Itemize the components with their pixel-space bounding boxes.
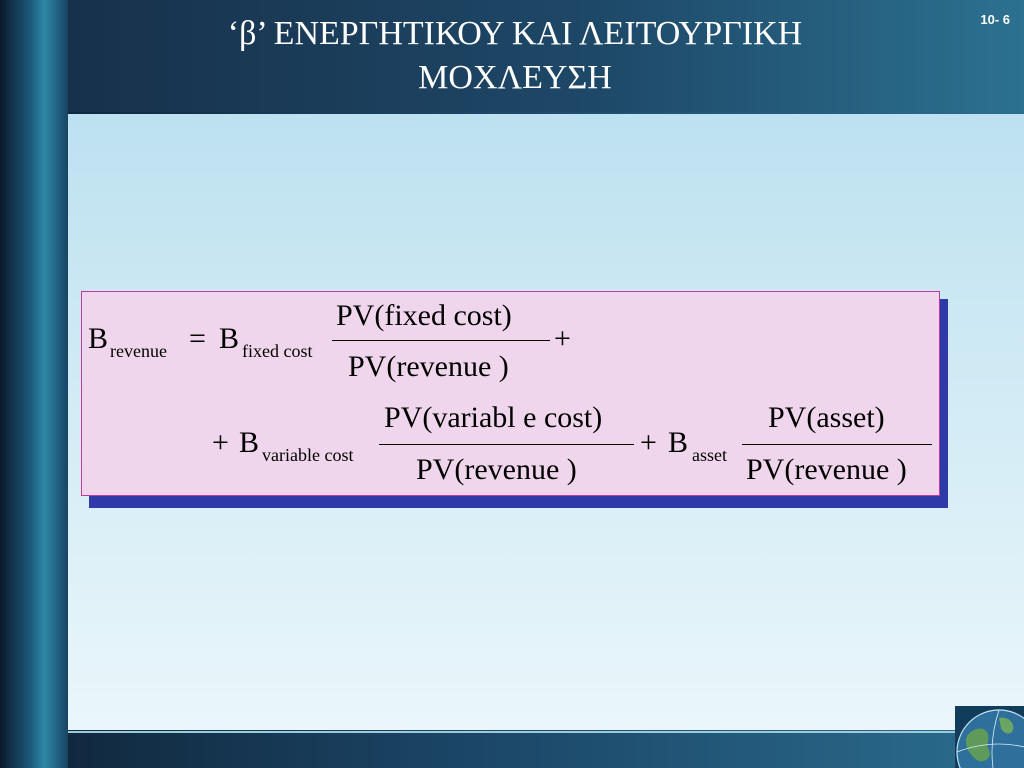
row2-plus-1: + — [212, 426, 229, 459]
slide-title: ‘β’ ΕΝΕΡΓΗΤΙΚΟΥ ΚΑΙ ΛΕΙΤΟΥΡΓΙΚΗ ΜΟΧΛΕΥΣΗ — [120, 12, 910, 100]
asset-fraction-bar — [742, 444, 932, 445]
beta-asset-symbol: B — [668, 426, 689, 459]
slide-number: 10- 6 — [980, 12, 1010, 27]
beta-fixed-cost-subscript: fixed cost — [242, 341, 313, 361]
beta-asset-subscript: asset — [692, 445, 727, 465]
beta-fixed-cost-symbol: B — [219, 322, 240, 355]
beta-revenue-symbol: B — [88, 322, 109, 355]
slide-title-line-2: ΜΟΧΛΕΥΣΗ — [418, 59, 612, 96]
asset-denominator: PV(revenue ) — [746, 453, 907, 486]
row2-plus-2: + — [640, 426, 657, 459]
beta-variable-cost-subscript: variable cost — [262, 445, 354, 465]
formula-box: B revenue = B fixed cost PV(fixed cost) … — [81, 291, 940, 496]
bottom-divider — [68, 731, 1024, 733]
title-band — [68, 0, 1024, 112]
slide-title-line-1: ‘β’ ΕΝΕΡΓΗΤΙΚΟΥ ΚΑΙ ΛΕΙΤΟΥΡΓΙΚΗ — [227, 15, 803, 52]
variable-cost-fraction-bar — [379, 444, 634, 445]
globe-icon — [955, 706, 1024, 768]
variable-cost-numerator: PV(variabl e cost) — [384, 401, 603, 434]
fixed-cost-numerator: PV(fixed cost) — [336, 299, 512, 332]
asset-numerator: PV(asset) — [768, 401, 885, 434]
beta-revenue-subscript: revenue — [110, 341, 167, 361]
row1-trailing-plus: + — [554, 322, 571, 355]
variable-cost-denominator: PV(revenue ) — [416, 453, 577, 486]
fixed-cost-denominator: PV(revenue ) — [348, 350, 509, 383]
left-decorative-strip — [0, 0, 68, 768]
beta-variable-cost-symbol: B — [239, 426, 260, 459]
equals-sign: = — [189, 322, 206, 355]
fixed-cost-fraction-bar — [332, 340, 550, 341]
